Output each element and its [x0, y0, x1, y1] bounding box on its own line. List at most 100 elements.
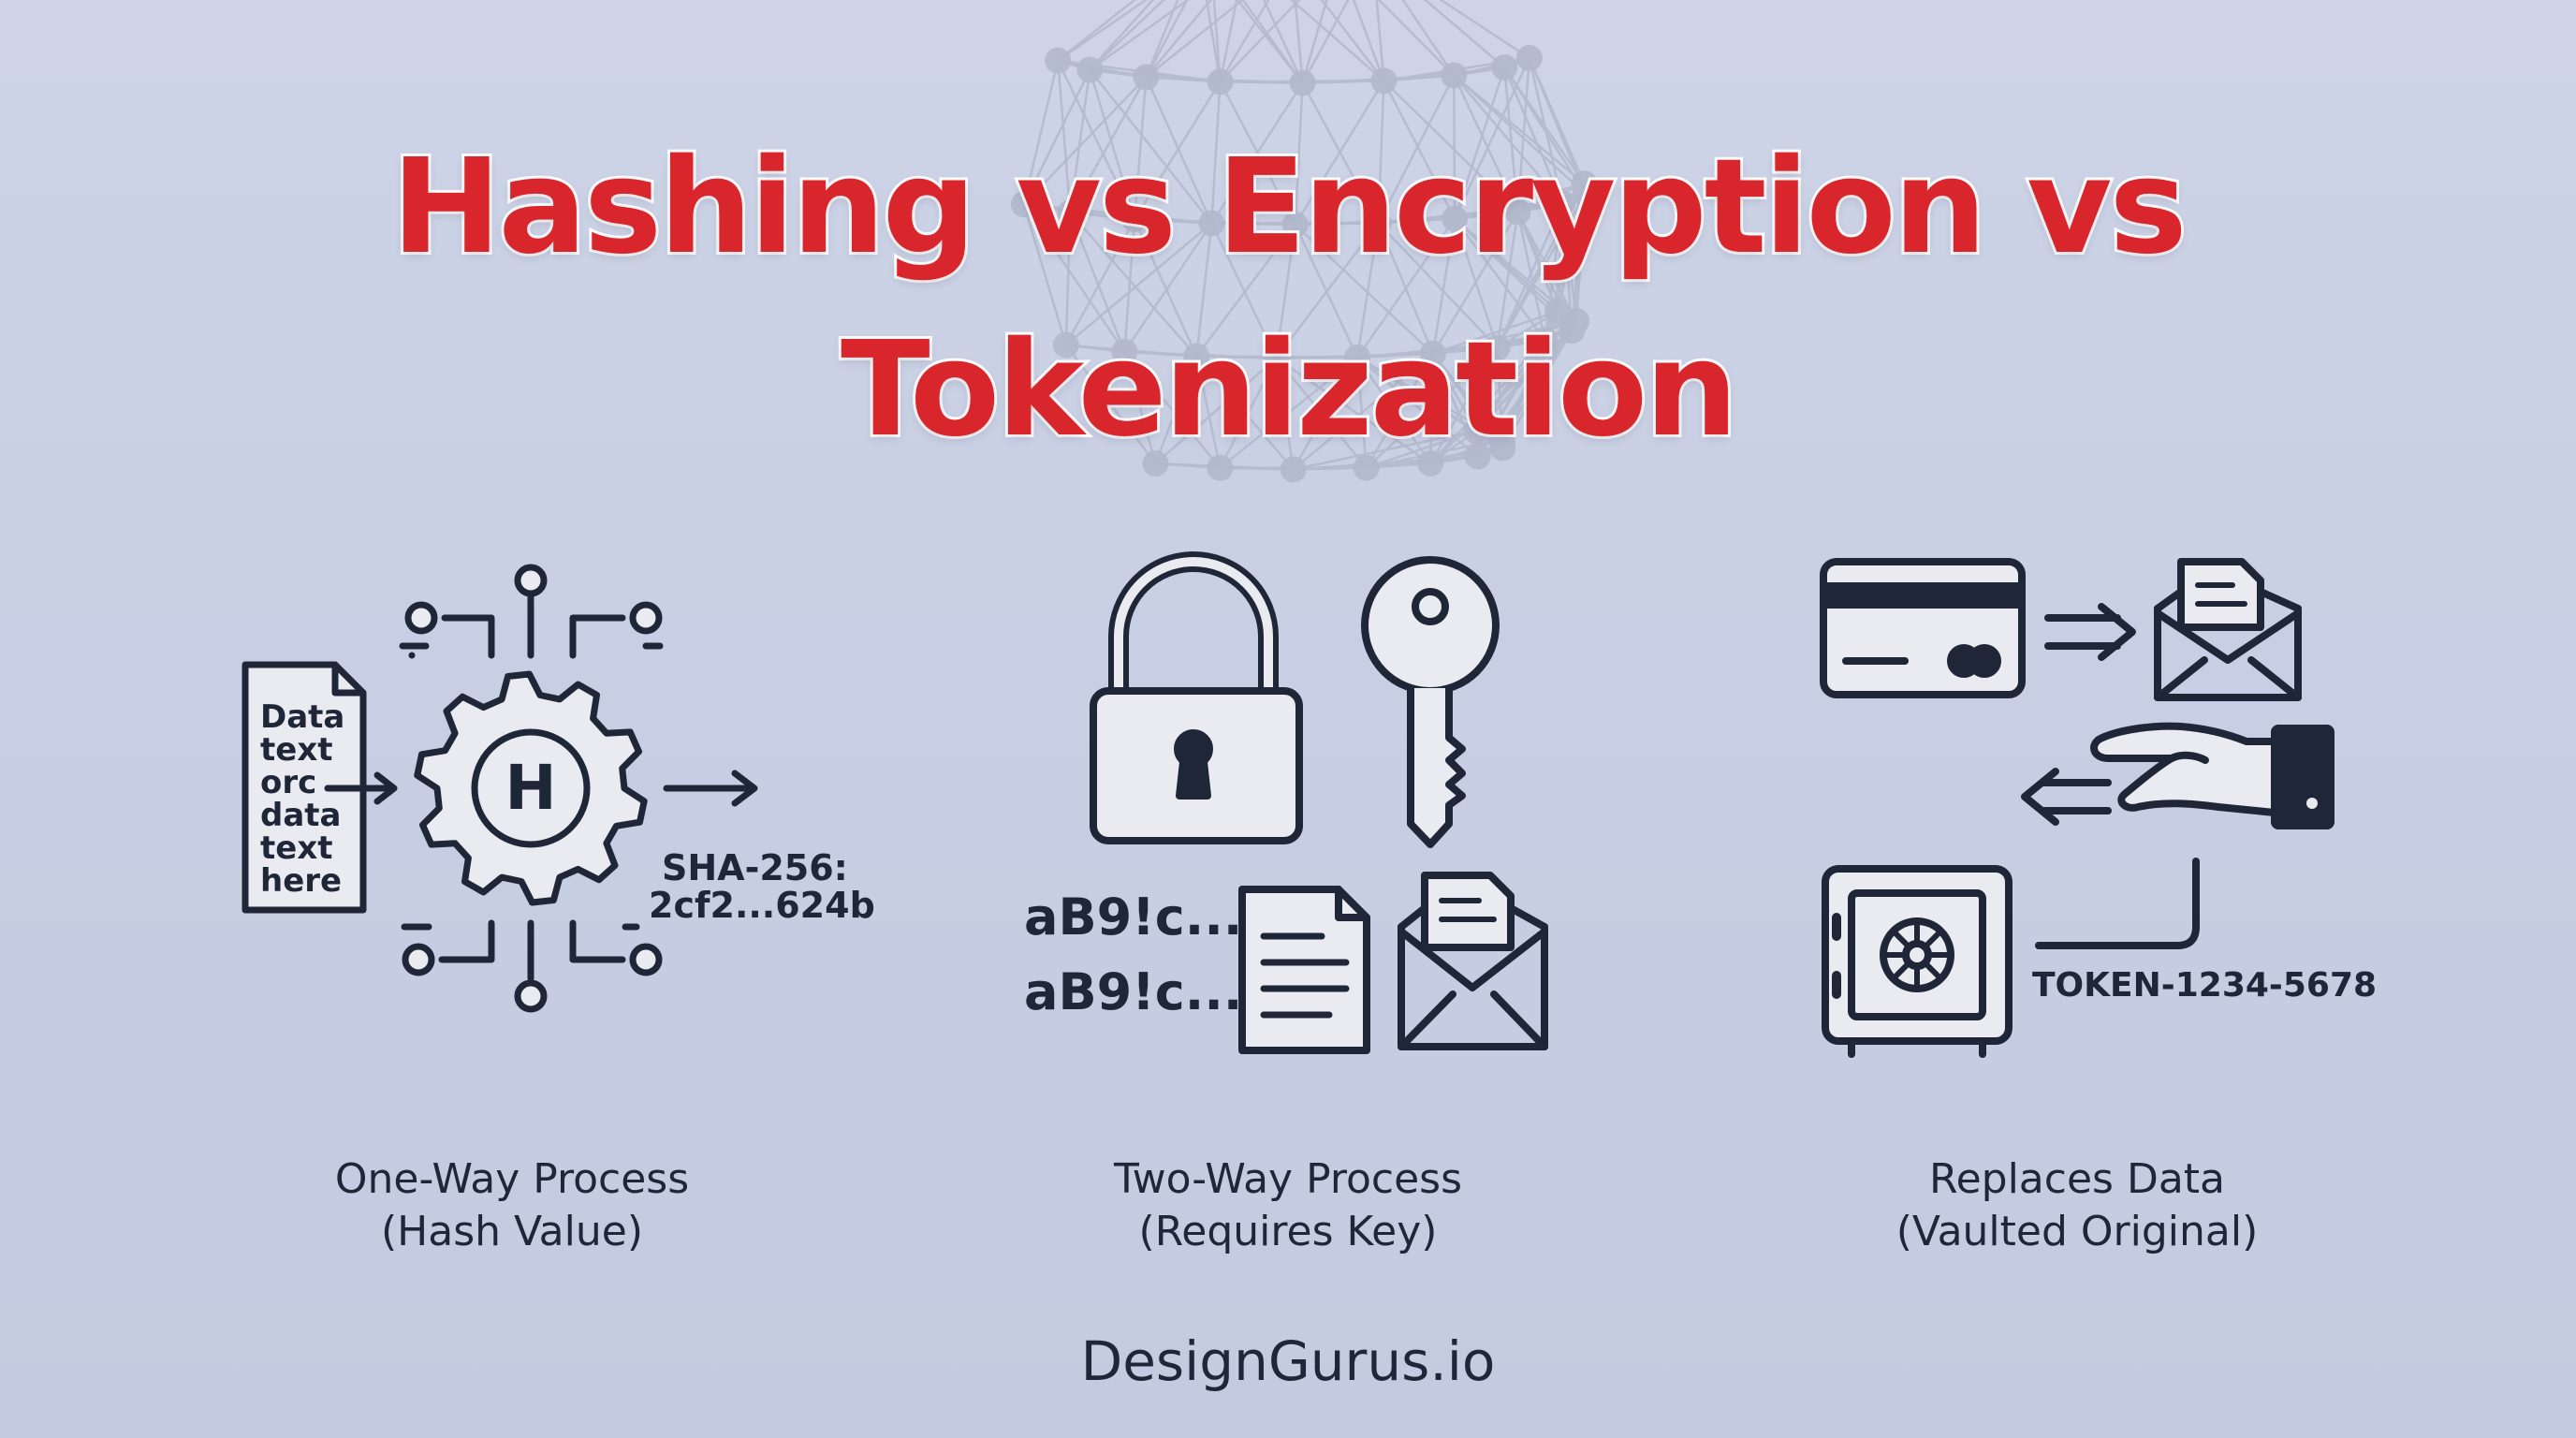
- network-edge: [1205, 0, 1222, 82]
- network-node: [1057, 199, 1084, 227]
- network-edge: [1022, 203, 1126, 353]
- network-edge: [1123, 350, 1222, 469]
- network-edge: [1219, 358, 1278, 469]
- network-edge: [1154, 357, 1278, 465]
- network-node: [1045, 47, 1072, 74]
- network-edge: [1069, 212, 1198, 358]
- network-edge: [1292, 352, 1434, 471]
- network-edge: [1022, 69, 1091, 205]
- document-text-line: here: [260, 862, 342, 900]
- network-edge: [1356, 356, 1479, 458]
- network-edge: [1195, 223, 1213, 357]
- network-edge: [1294, 82, 1304, 226]
- network-edge: [1475, 319, 1578, 432]
- network-node: [1531, 327, 1559, 353]
- hash-value-label: 2cf2...624b: [649, 885, 875, 926]
- network-node: [1544, 298, 1572, 325]
- network-node: [1491, 54, 1518, 81]
- arrow-right-icon: [2044, 603, 2136, 661]
- network-edge: [1431, 353, 1503, 440]
- document-text-line: data: [260, 797, 341, 834]
- hand-icon: [2090, 722, 2334, 829]
- network-edge: [1064, 213, 1072, 345]
- tokenization-caption-line-2: (Vaulted Original): [1895, 1208, 2259, 1255]
- network-edge: [1294, 224, 1434, 355]
- network-edge: [1289, 0, 1385, 82]
- network-edge: [1262, 0, 1304, 84]
- network-edge: [1383, 80, 1519, 213]
- network-node: [1484, 334, 1511, 361]
- network-edge: [1377, 0, 1456, 77]
- network-edge: [1195, 356, 1222, 469]
- network-node: [1121, 206, 1149, 233]
- network-edge: [1275, 357, 1368, 469]
- network-node: [1052, 331, 1079, 359]
- network-edge: [1064, 222, 1213, 346]
- network-edge: [1423, 0, 1506, 69]
- network-edge: [1057, 60, 1136, 220]
- network-node: [1464, 443, 1491, 470]
- network-edge: [1401, 0, 1456, 77]
- hashing-caption-line-2: (Hash Value): [380, 1208, 643, 1255]
- gear-icon: [414, 670, 648, 906]
- network-node: [1488, 426, 1515, 452]
- circuit-icon: [399, 564, 664, 1013]
- network-edge: [1219, 356, 1358, 469]
- network-edge: [1123, 351, 1157, 464]
- network-edge: [1355, 223, 1380, 358]
- network-edge: [1089, 0, 1191, 71]
- network-edge: [1365, 346, 1499, 469]
- hash-letter: H: [505, 752, 556, 824]
- network-edge: [1219, 0, 1270, 82]
- network-edge: [1145, 0, 1179, 78]
- network-edge: [1133, 77, 1148, 220]
- network-edge: [1516, 212, 1546, 341]
- document-icon: [242, 661, 367, 914]
- hashing-caption: One-Way Process (Hash Value): [184, 1153, 840, 1258]
- network-node: [1207, 454, 1234, 481]
- ciphertext-label: aB9!c...: [1024, 962, 1242, 1021]
- network-node: [1010, 191, 1037, 218]
- token-label: TOKEN-1234-5678: [2032, 966, 2377, 1005]
- network-edge: [1453, 75, 1519, 213]
- network-edge: [1154, 356, 1198, 464]
- network-edge: [1439, 0, 1530, 60]
- network-edge: [1366, 429, 1477, 469]
- network-edge: [1453, 74, 1586, 185]
- network-edge: [1454, 217, 1559, 313]
- page-title-line-2: Tokenization: [838, 311, 1741, 469]
- network-node: [1571, 170, 1598, 198]
- network-edge: [1219, 0, 1238, 82]
- network-edge: [1431, 218, 1456, 354]
- network-edge: [1377, 222, 1499, 349]
- network-edge: [1453, 75, 1456, 219]
- network-edge: [1022, 60, 1060, 205]
- network-node: [1111, 338, 1138, 365]
- network-edge: [1453, 57, 1531, 220]
- network-edge: [1064, 218, 1136, 346]
- network-node: [1549, 190, 1576, 217]
- network-node: [1263, 345, 1290, 372]
- network-edge: [1383, 80, 1456, 220]
- network-edge: [1294, 0, 1304, 83]
- network-edge: [1516, 57, 1531, 213]
- network-edge: [1089, 0, 1155, 71]
- network-edge: [1089, 69, 1136, 220]
- encryption-caption-line-2: (Requires Key): [1138, 1208, 1438, 1255]
- network-edge: [1275, 224, 1296, 359]
- network-edge: [1377, 75, 1456, 224]
- network-node: [1442, 205, 1469, 232]
- network-edge: [1377, 81, 1385, 224]
- network-edge: [1133, 218, 1198, 358]
- network-edge: [1356, 356, 1432, 464]
- network-edge: [1145, 0, 1213, 79]
- network-edge: [1294, 80, 1385, 226]
- network-edge: [1195, 355, 1295, 471]
- network-edge: [1210, 82, 1304, 225]
- connector-line: [2035, 858, 2200, 949]
- network-node: [1289, 69, 1316, 96]
- network-edge: [1057, 0, 1149, 62]
- network-node: [1133, 64, 1160, 91]
- network-edge: [1069, 76, 1148, 213]
